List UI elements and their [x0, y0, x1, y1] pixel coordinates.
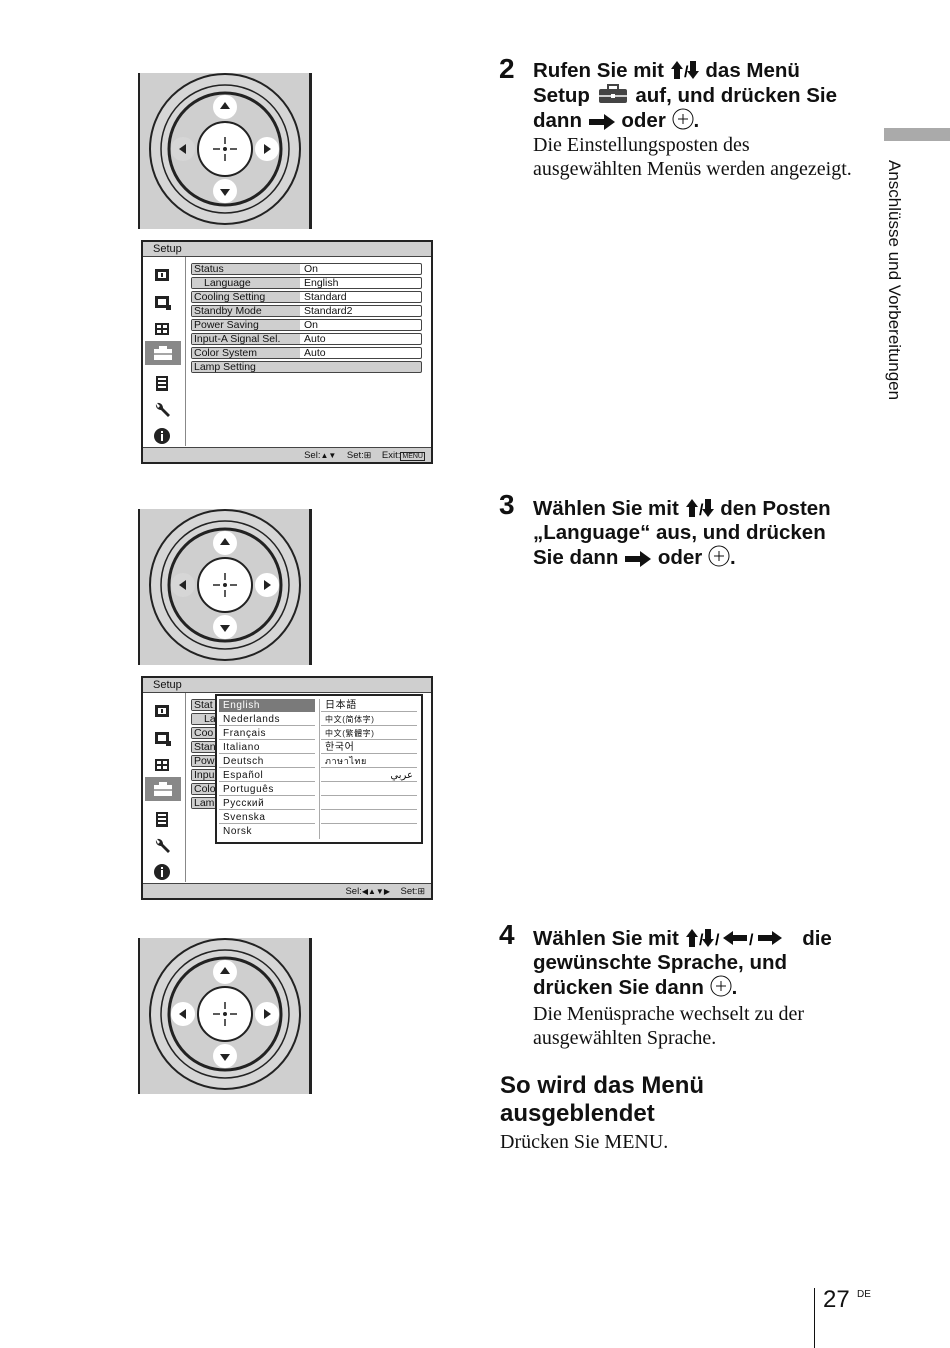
language-option-empty	[321, 797, 417, 810]
menu-settings-icon	[151, 373, 173, 393]
language-option[interactable]: 中文(简体字)	[321, 713, 417, 726]
menu-sidebar	[143, 257, 186, 446]
language-option[interactable]: Русский	[219, 797, 315, 810]
language-option[interactable]: Français	[219, 727, 315, 740]
wrench-icon	[151, 400, 173, 420]
language-option[interactable]: Nederlands	[219, 713, 315, 726]
function-menu-icon	[151, 755, 173, 775]
remote-pad-illustration-1	[138, 73, 312, 229]
four-way-arrow-icon: / / /	[685, 929, 782, 948]
language-option[interactable]: Norsk	[223, 826, 253, 837]
language-option-english[interactable]: English	[219, 699, 315, 712]
language-option[interactable]: Português	[219, 783, 315, 796]
step-number: 2	[499, 53, 515, 84]
svg-text:/: /	[749, 932, 754, 948]
language-option[interactable]: Svenska	[219, 811, 315, 824]
step-number: 4	[499, 919, 515, 950]
menu-footer: Sel:▲▼ Set:⊞ Exit:MENU	[143, 447, 431, 462]
setup-menu-icon	[145, 777, 181, 801]
picture-menu-icon	[151, 265, 173, 285]
language-option-empty	[321, 811, 417, 824]
language-option[interactable]: ภาษาไทย	[321, 755, 417, 768]
info-icon	[151, 426, 173, 446]
language-option[interactable]: Italiano	[219, 741, 315, 754]
menu-row-input-a: Input-A Signal Sel.Auto	[191, 333, 422, 345]
section-tab-marker	[884, 128, 950, 141]
language-option[interactable]: عربي	[321, 769, 417, 782]
section-tab-label: Anschlüsse und Vorbereitungen	[885, 160, 904, 401]
svg-text:/: /	[699, 932, 704, 948]
remote-pad-illustration-2	[138, 509, 312, 665]
remote-pad-graphic	[149, 73, 301, 225]
svg-text:/: /	[715, 932, 720, 948]
menu-title: Setup	[143, 242, 431, 257]
step-heading: Wählen Sie mit /// die gewünschte Sprach…	[533, 927, 832, 999]
page-number-rule	[814, 1288, 815, 1348]
language-option[interactable]: 中文(繁體字)	[321, 727, 417, 740]
menu-sidebar	[143, 693, 186, 882]
remote-pad-graphic	[149, 509, 301, 661]
enter-button-icon	[672, 108, 694, 130]
menu-title: Setup	[143, 678, 431, 693]
setup-menu-icon	[145, 341, 181, 365]
wrench-icon	[151, 836, 173, 856]
function-menu-icon	[151, 319, 173, 339]
enter-button-icon	[710, 975, 732, 997]
page-language-code: DE	[857, 1289, 871, 1300]
language-menu-screen: Setup Stat La Coo Stan Pow Inpu Colo Lam…	[141, 676, 433, 900]
column-divider	[319, 699, 320, 839]
screen-menu-icon	[151, 728, 173, 748]
right-arrow-icon	[588, 114, 615, 130]
screen-menu-icon	[151, 292, 173, 312]
menu-row-lamp: Lamp Setting	[191, 361, 422, 373]
info-icon	[151, 862, 173, 882]
enter-button-icon	[708, 545, 730, 567]
step-heading: Wählen Sie mit / den Posten „Language“ a…	[533, 497, 831, 569]
picture-menu-icon	[151, 701, 173, 721]
language-list-popup: English Nederlands Français Italiano Deu…	[215, 694, 423, 844]
remote-pad-graphic	[149, 938, 301, 1090]
step-heading: Rufen Sie mit / das Menü Setup auf, und …	[533, 59, 837, 132]
language-option-empty	[321, 783, 417, 796]
language-option[interactable]: Español	[219, 769, 315, 782]
language-option[interactable]: Deutsch	[219, 755, 315, 768]
up-down-arrow-icon: /	[685, 499, 714, 518]
setup-toolbox-icon	[598, 84, 627, 103]
menu-settings-icon	[151, 809, 173, 829]
menu-footer: Sel:◀▲▼▶ Set:⊞	[143, 883, 431, 898]
section-body: Drücken Sie MENU.	[500, 1131, 669, 1153]
svg-text:/: /	[699, 502, 704, 518]
svg-text:/: /	[684, 64, 689, 80]
up-down-arrow-icon: /	[670, 61, 699, 80]
section-heading: So wird das Menü ausgeblendet	[500, 1072, 705, 1127]
language-option[interactable]: 한국어	[321, 741, 417, 754]
right-arrow-icon	[625, 551, 652, 567]
step-description: Die Menüsprache wechselt zu der ausgewäh…	[533, 1003, 804, 1049]
step-number: 3	[499, 489, 515, 520]
language-option[interactable]: 日本語	[321, 699, 417, 712]
remote-pad-illustration-3	[138, 938, 312, 1094]
step-description: Die Einstellungsposten des ausgewählten …	[533, 134, 852, 180]
page-number: 27	[823, 1286, 850, 1313]
